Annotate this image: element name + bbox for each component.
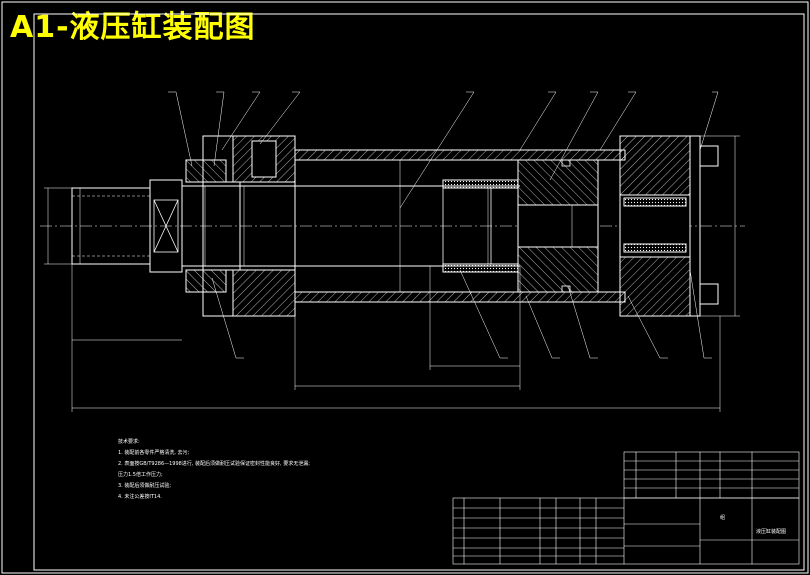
rear-end-cap [619, 135, 719, 317]
note-item: 3. 装配后须做耐压试验; [118, 483, 172, 489]
buffer-sleeve [442, 179, 519, 273]
horizontal-dimensions [71, 264, 721, 412]
note-item: 1. 装配前各零件严格清洗, 去污; [118, 450, 190, 456]
leader-lines-bottom [211, 269, 712, 359]
front-end-cap [185, 135, 296, 317]
leader-lines-top [168, 91, 719, 209]
drawing-title: A1-液压缸装配图 [10, 10, 256, 45]
rod-wrench-flats [149, 179, 183, 273]
notes-heading: 技术要求: [118, 439, 140, 445]
piston [517, 159, 621, 293]
title-block-drawing-name: 液压缸装配图 [756, 529, 787, 535]
inner-frame [33, 13, 805, 571]
diameter-dimensions [204, 160, 573, 292]
title-block-material: 组 [720, 515, 726, 521]
note-item: 4. 未注公差按IT14. [118, 494, 162, 500]
technical-notes: 技术要求: 1. 装配前各零件严格清洗, 去污; 2. 表面按GB/T9286—… [118, 437, 310, 503]
note-item: 压力1.5倍工作压力; [118, 472, 163, 478]
left-height-dimension [44, 187, 72, 265]
title-block [452, 451, 800, 565]
note-item: 2. 表面按GB/T9286—1998进行, 装配后须做耐压试验保证密封性能良好… [118, 461, 310, 467]
